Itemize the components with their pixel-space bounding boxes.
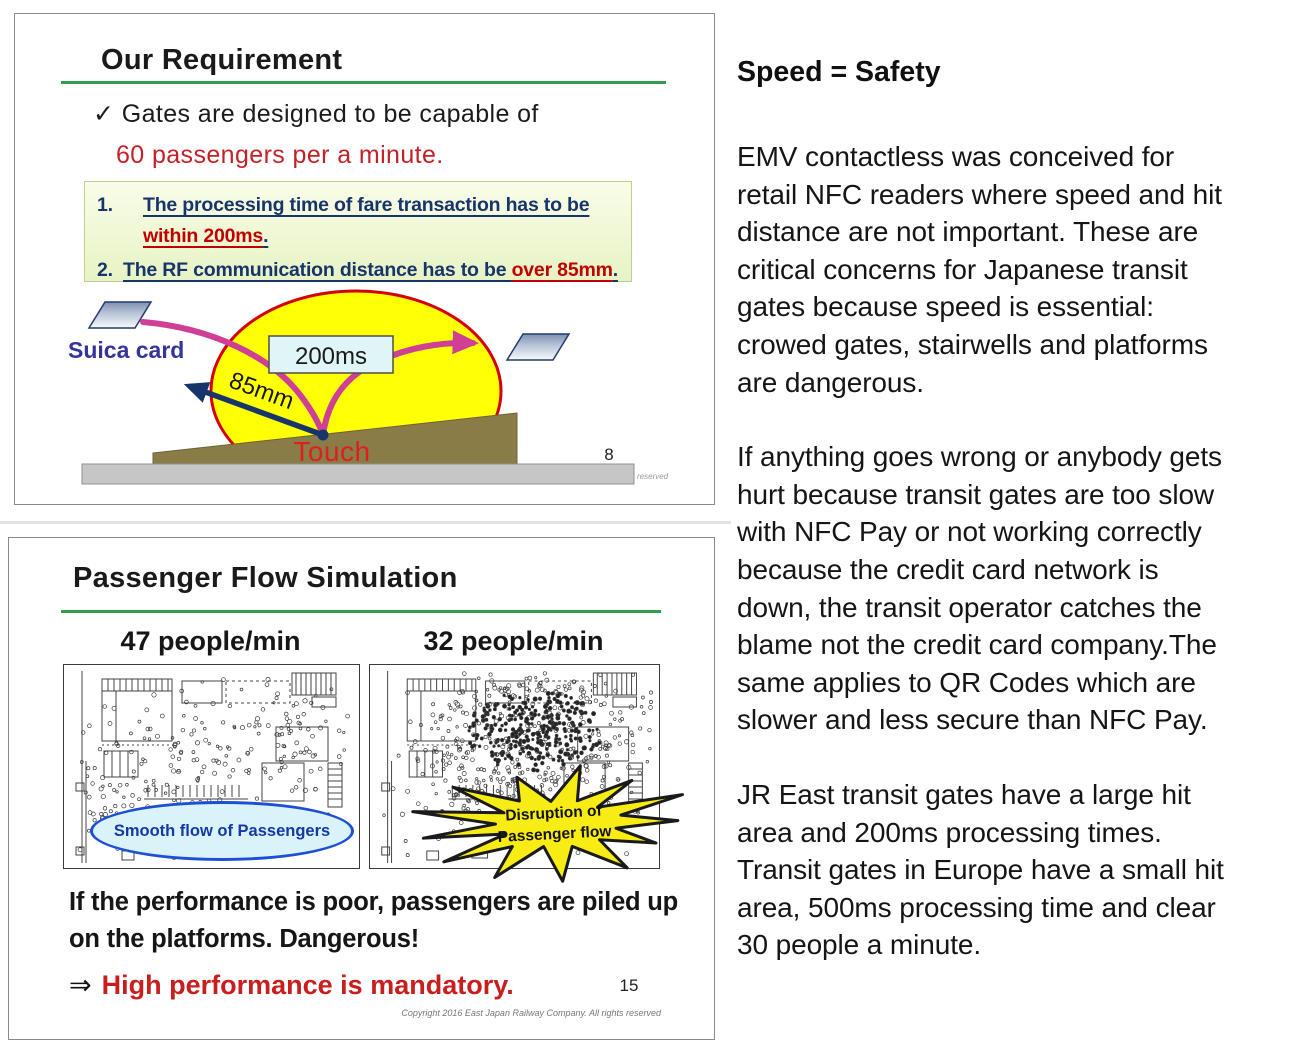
- passenger-dots-sparse: [77, 677, 350, 860]
- touch-point: [317, 429, 329, 441]
- card-path-in: [140, 319, 326, 438]
- slide-passenger-flow: Passenger Flow Simulation 47 people/min …: [8, 537, 715, 1040]
- slide1-page-number: 8: [604, 445, 613, 464]
- requirement-2-number: 2.: [97, 259, 113, 282]
- slides-divider: [0, 521, 731, 524]
- time-box: [268, 335, 394, 374]
- sim-right-label: 32 people/min: [423, 626, 604, 656]
- distance-arrow: [183, 382, 324, 438]
- requirement-check-line: ✓ Gates are designed to be capable of: [93, 99, 539, 129]
- slide1-title: Our Requirement: [101, 44, 343, 76]
- requirements-box: 1. The processing time of fare transacti…: [84, 181, 632, 282]
- suica-card-left-icon: [87, 301, 153, 329]
- suica-card-right-icon: [505, 333, 571, 361]
- article-heading: Speed = Safety: [737, 56, 941, 88]
- requirement-1: 1. The processing time of fare transacti…: [97, 190, 621, 252]
- slide-our-requirement: Our Requirement ✓ Gates are designed to …: [14, 13, 715, 505]
- disruption-starburst: Disruption of Passenger flow: [411, 764, 684, 883]
- title-underline: [61, 81, 666, 84]
- double-arrow-icon: ⇒: [69, 970, 92, 1000]
- starburst-line1: Disruption of: [505, 802, 603, 824]
- requirement-2-text: The RF communication distance has to be …: [123, 259, 618, 282]
- slide2-title: Passenger Flow Simulation: [73, 562, 458, 594]
- sim-image-smooth: Smooth flow of Passengers: [63, 664, 360, 869]
- slide2-copyright: Copyright 2016 East Japan Railway Compan…: [401, 1008, 661, 1018]
- fare-gate-diagram: 200ms 85mm Suica card Touch 8 reserved: [68, 289, 669, 485]
- check-icon: ✓: [93, 100, 115, 128]
- capacity-line: 60 passengers per a minute.: [116, 141, 444, 169]
- starburst-line2: Passenger flow: [497, 823, 612, 846]
- conclusion-text: High performance is mandatory.: [101, 970, 514, 1000]
- check-text: Gates are designed to be capable of: [121, 100, 539, 128]
- article-paragraph-1: EMV contactless was conceived for retail…: [737, 141, 1222, 398]
- slide2-page-number: 15: [619, 976, 639, 995]
- slide1-copyright-fragment: reserved: [637, 472, 669, 481]
- gate-base: [81, 463, 635, 485]
- requirement-1-number: 1.: [97, 194, 113, 216]
- article-paragraph-3: JR East transit gates have a large hit a…: [737, 778, 1224, 961]
- title-underline: [61, 610, 661, 613]
- starburst-shape: [411, 764, 684, 883]
- sim-left-label: 47 people/min: [120, 626, 301, 656]
- smooth-flow-callout: Smooth flow of Passengers: [90, 801, 354, 861]
- requirement-2: 2. The RF communication distance has to …: [97, 255, 621, 286]
- touch-label: Touch: [293, 436, 370, 467]
- requirement-1-text: The processing time of fare transaction …: [143, 194, 590, 248]
- performance-caption: If the performance is poor, passengers a…: [69, 888, 679, 953]
- conclusion-line: ⇒ High performance is mandatory.: [69, 970, 514, 1001]
- suica-card-label: Suica card: [68, 337, 184, 363]
- time-box-label: 200ms: [295, 343, 367, 370]
- article-paragraph-2: If anything goes wrong or anybody gets h…: [737, 441, 1222, 736]
- article-column: Speed = Safety EMV contactless was conce…: [737, 55, 1297, 964]
